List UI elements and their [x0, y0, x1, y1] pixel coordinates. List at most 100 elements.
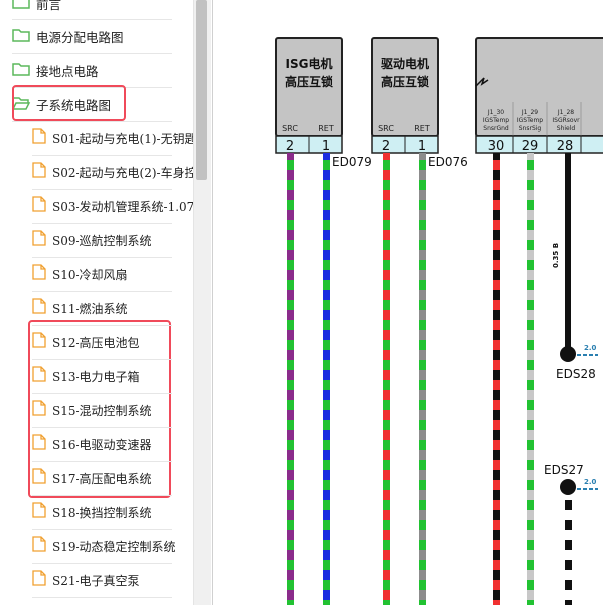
circuit-diagram: ISG电机 高压互锁 驱动电机 高压互锁 SRC RET SRC RET 2 1… — [212, 0, 603, 605]
tree-doc-label: S09-巡航控制系统 — [52, 233, 152, 248]
pin-desc: IGSTemp — [517, 117, 543, 124]
wire-igs-temp-sig — [527, 153, 534, 605]
tree-doc-item[interactable]: S19-动态稳定控制系统 — [32, 529, 212, 563]
tree-separator — [32, 461, 172, 462]
wire-igs-temp-gnd — [493, 153, 500, 605]
tree-separator — [32, 563, 172, 564]
folder-icon — [12, 27, 30, 46]
tree-doc-item[interactable]: S18-换挡控制系统 — [32, 495, 212, 529]
document-icon — [32, 332, 46, 352]
wire-drive-ret — [419, 153, 426, 605]
tree-separator — [32, 529, 172, 530]
pin-label: RET — [318, 124, 334, 133]
tree-doc-item[interactable]: S11-燃油系统 — [32, 291, 212, 325]
document-icon — [32, 366, 46, 386]
tree-separator — [32, 257, 172, 258]
tree-doc-label: S13-电力电子箱 — [52, 369, 140, 384]
sidebar-tree: 前言 电源分配电路图 接地点电路 子系统电路图 S01-起动与充电(1)-无钥匙… — [0, 0, 197, 605]
tree-doc-item[interactable]: S13-电力电子箱 — [32, 359, 212, 393]
wire-shield — [565, 153, 571, 353]
ground-point-eds27 — [560, 479, 576, 495]
document-icon — [32, 264, 46, 284]
pin-desc: SnsrSig — [519, 125, 542, 132]
ground-label: EDS27 — [544, 463, 584, 477]
pin-number: 2 — [286, 139, 294, 154]
tree-doc-label: S16-电驱动变速器 — [52, 437, 152, 452]
tree-separator — [32, 359, 172, 360]
component-title: 高压互锁 — [381, 74, 429, 89]
component-title: 驱动电机 — [381, 56, 429, 71]
component-controller — [475, 37, 603, 154]
pin-code: J1_28 — [557, 109, 574, 116]
component-title: 高压互锁 — [285, 74, 333, 89]
pin-desc: SnsrGnd — [483, 125, 509, 132]
tree-doc-label: S10-冷却风扇 — [52, 267, 128, 282]
document-icon — [32, 570, 46, 590]
pin-number: 1 — [322, 139, 330, 154]
tree-doc-item[interactable]: S02-起动与充电(2)-车身控 — [32, 155, 212, 189]
tree-doc-label: S11-燃油系统 — [52, 301, 128, 316]
ground-tag: 2.0 — [584, 344, 597, 352]
document-icon — [32, 162, 46, 182]
pin-code: J1_30 — [487, 109, 504, 116]
wire-spec-label: 0.35 B — [552, 243, 560, 268]
tree-separator — [32, 325, 172, 326]
tree-separator — [12, 121, 172, 122]
tree-doc-item[interactable]: S16-电驱动变速器 — [32, 427, 212, 461]
component-drive-motor-interlock — [371, 37, 439, 154]
component-isg-interlock — [275, 37, 343, 154]
tree-doc-item[interactable]: S01-起动与充电(1)-无钥匙 — [32, 121, 212, 155]
tree-separator — [12, 53, 172, 54]
ground-tag: 2.0 — [584, 478, 597, 486]
document-icon — [32, 434, 46, 454]
tree-folder-label: 前言 — [36, 0, 62, 12]
tree-doc-label: S01-起动与充电(1)-无钥匙 — [52, 131, 197, 146]
tree-doc-item[interactable]: S09-巡航控制系统 — [32, 223, 212, 257]
tree-folder-power-distribution[interactable]: 电源分配电路图 — [12, 19, 192, 53]
tree-separator — [32, 291, 172, 292]
scrollbar-thumb[interactable] — [196, 0, 207, 180]
tree-doc-label: S03-发动机管理系统-1.07 — [52, 199, 195, 214]
tree-separator — [32, 155, 172, 156]
tree-folder-subsystem-circuit[interactable]: 子系统电路图 — [12, 87, 192, 121]
pin-number: 29 — [522, 139, 539, 154]
pin-number: 30 — [488, 139, 505, 154]
tree-doc-label: S15-混动控制系统 — [52, 403, 152, 418]
document-icon — [32, 468, 46, 488]
pin-desc: Shield — [557, 125, 576, 132]
pin-code: J1_29 — [521, 109, 538, 116]
pin-number: 1 — [418, 139, 426, 154]
tree-separator — [32, 427, 172, 428]
pin-number: 2 — [382, 139, 390, 154]
document-icon — [32, 128, 46, 148]
component-title: ISG电机 — [286, 56, 333, 71]
folder-icon — [12, 0, 30, 13]
tree-doc-label: S17-高压配电系统 — [52, 471, 152, 486]
tree-doc-item[interactable]: S17-高压配电系统 — [32, 461, 212, 495]
document-icon — [32, 502, 46, 522]
tree-folder-ground-circuit[interactable]: 接地点电路 — [12, 53, 192, 87]
document-icon — [32, 536, 46, 556]
document-icon — [32, 196, 46, 216]
tree-doc-label: S12-高压电池包 — [52, 335, 140, 350]
tree-doc-item[interactable]: S12-高压电池包 — [32, 325, 212, 359]
tree-separator — [32, 223, 172, 224]
tree-separator — [32, 495, 172, 496]
wire-isg-src — [287, 153, 294, 605]
tree-doc-item[interactable]: S15-混动控制系统 — [32, 393, 212, 427]
wire-drive-src — [383, 153, 390, 605]
tree-doc-label: S19-动态稳定控制系统 — [52, 539, 176, 554]
tree-folder-preface[interactable]: 前言 — [12, 0, 192, 20]
document-icon — [32, 298, 46, 318]
tree-separator — [32, 393, 172, 394]
pin-number: 28 — [557, 139, 574, 154]
tree-doc-item[interactable]: S21-电子真空泵 — [32, 563, 212, 597]
tree-doc-item[interactable]: S10-冷却风扇 — [32, 257, 212, 291]
tree-doc-item[interactable]: S03-发动机管理系统-1.07 — [32, 189, 212, 223]
tree-doc-label: S21-电子真空泵 — [52, 573, 140, 588]
connector-label: ED076 — [428, 155, 468, 169]
ground-label: EDS28 — [556, 367, 596, 381]
pin-desc: IGSTemp — [483, 117, 509, 124]
tree-folder-label: 接地点电路 — [36, 63, 99, 79]
tree-folder-label: 电源分配电路图 — [36, 29, 124, 45]
